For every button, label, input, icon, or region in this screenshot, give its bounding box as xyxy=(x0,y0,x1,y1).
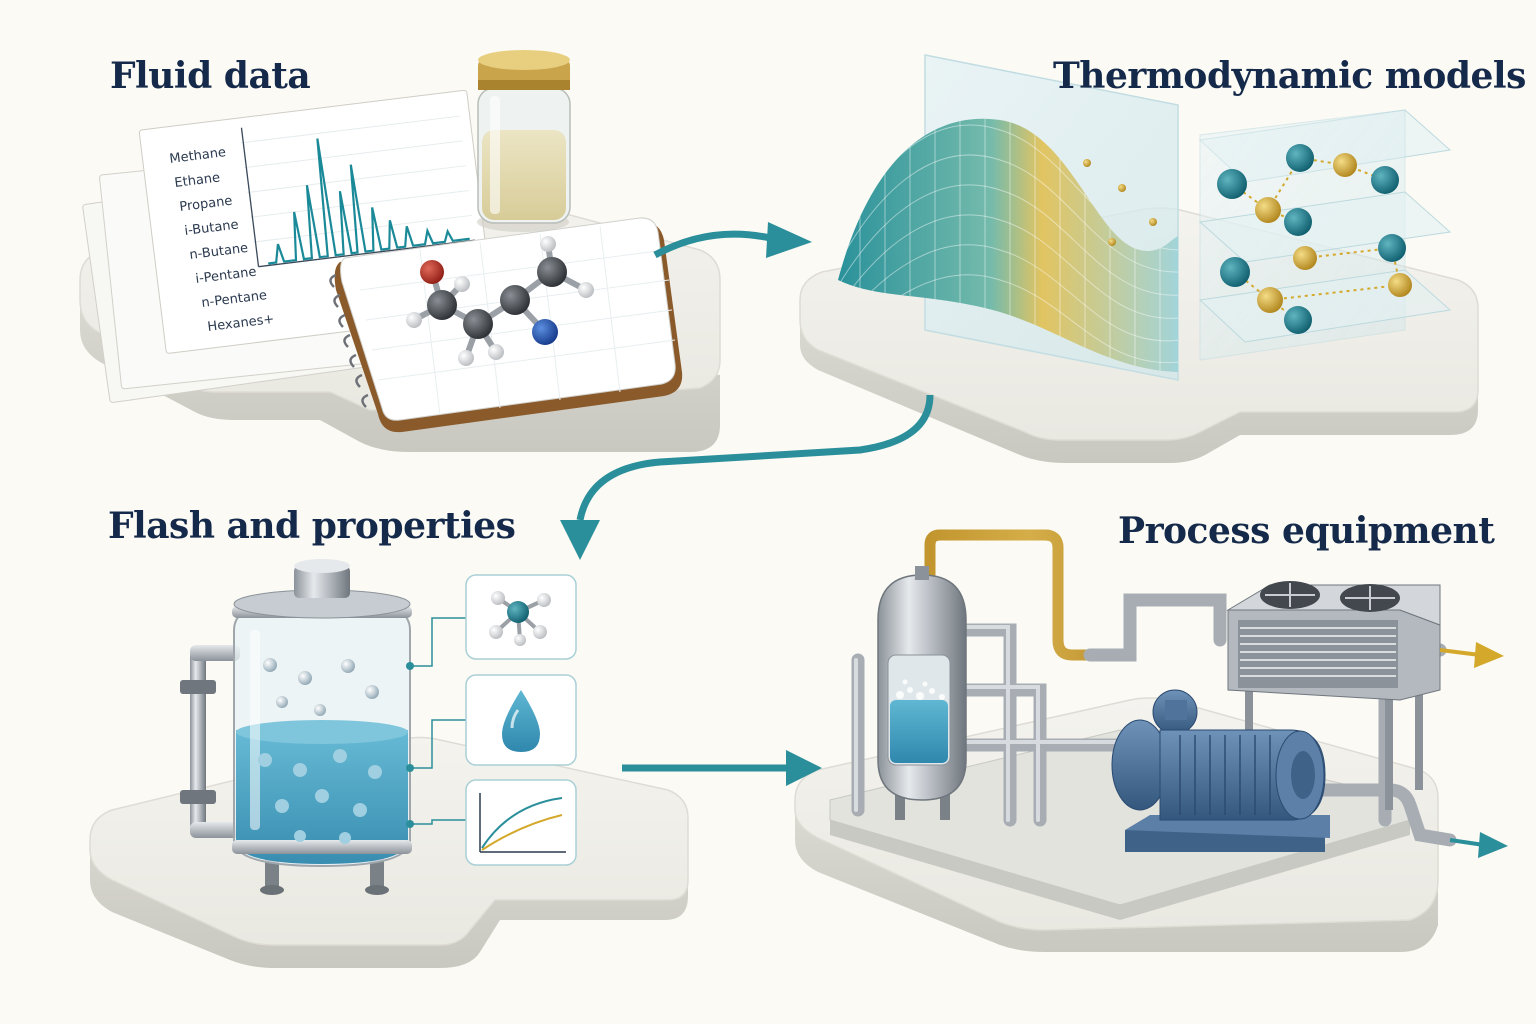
gas-outlet-arrow xyxy=(1439,642,1504,668)
molecule-model xyxy=(406,236,594,366)
chromatogram-trace xyxy=(268,138,470,265)
sample-vial xyxy=(477,50,571,232)
droplet-icon xyxy=(502,690,540,752)
component-1: Ethane xyxy=(174,171,221,191)
component-3: i-Butane xyxy=(184,217,240,239)
title-flash-and-properties: Flash and properties xyxy=(108,505,516,547)
arrow-flash-to-equipment xyxy=(622,750,822,786)
molecule-icon xyxy=(489,591,551,646)
property-icon-boxes xyxy=(465,574,577,866)
component-4: n-Butane xyxy=(189,241,249,263)
molecular-layers xyxy=(1198,109,1452,361)
title-fluid-data: Fluid data xyxy=(110,55,311,97)
component-2: Propane xyxy=(179,194,234,215)
component-0: Methane xyxy=(169,145,227,167)
curve-chart-icon xyxy=(479,793,566,853)
process-skid xyxy=(829,529,1508,920)
notebook xyxy=(329,217,683,433)
component-5: i-Pentane xyxy=(195,265,258,287)
liquid-outlet-arrow xyxy=(1449,832,1508,858)
title-thermodynamic-models: Thermodynamic models xyxy=(1053,55,1526,97)
arrow-fluid-to-thermo xyxy=(653,222,812,259)
pump-motor xyxy=(1111,689,1330,852)
flash-vessel xyxy=(180,559,468,895)
arrow-thermo-to-flash xyxy=(560,394,934,560)
title-process-equipment: Process equipment xyxy=(1118,510,1495,552)
